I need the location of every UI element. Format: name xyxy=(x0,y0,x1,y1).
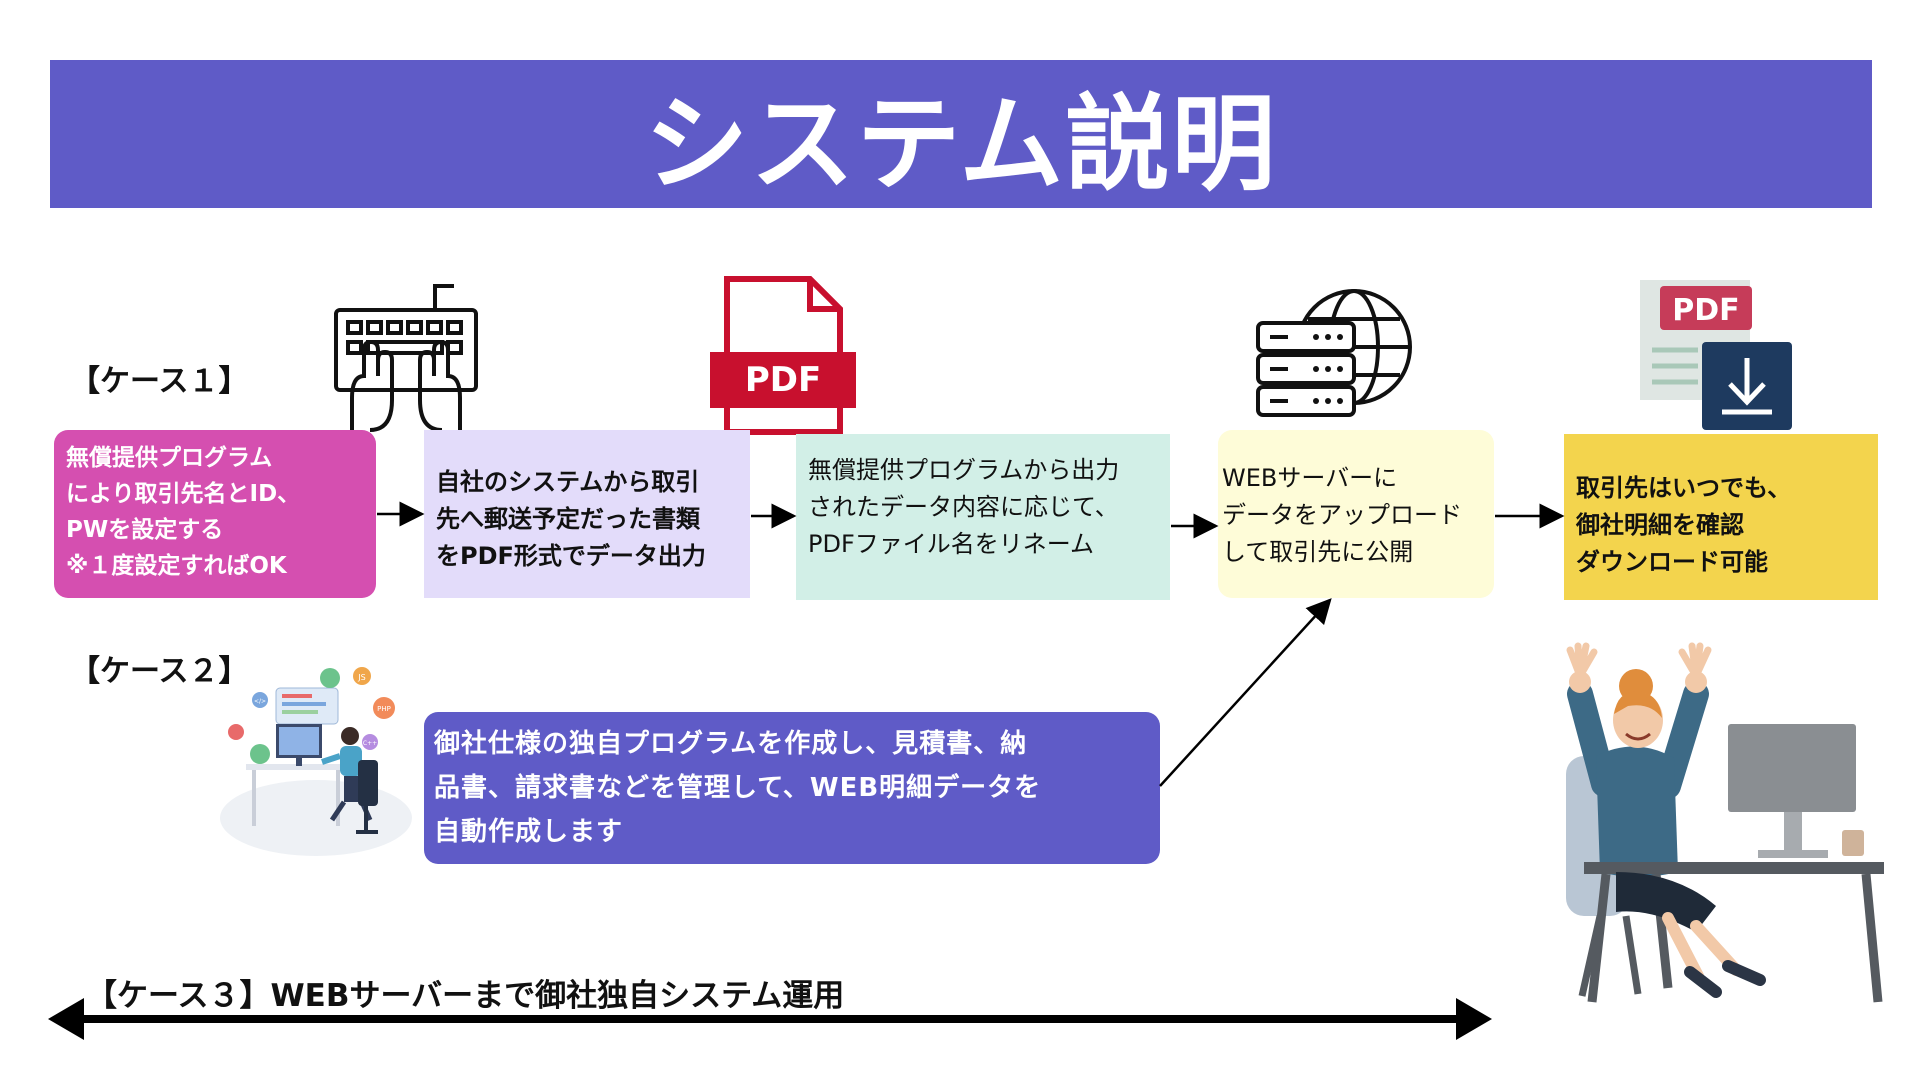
step1-line2: により取引先名とID、 xyxy=(66,481,301,507)
case2-box: 御社仕様の独自プログラムを作成し、見積書、納 品書、請求書などを管理して、WEB… xyxy=(424,712,1160,864)
server-globe-icon xyxy=(1256,289,1412,417)
keyboard-icon xyxy=(334,284,478,432)
step2-line3: をPDF形式でデータ出力 xyxy=(436,542,706,570)
code-badge-cpp: C++ xyxy=(363,740,377,747)
step2-box: 自社のシステムから取引 先へ郵送予定だった書類 をPDF形式でデータ出力 xyxy=(424,430,750,598)
step3-line2: されたデータ内容に応じて、 xyxy=(808,493,1119,521)
pdf-document-icon: PDF xyxy=(710,276,856,435)
code-badge-php: PHP xyxy=(377,705,391,713)
step1-line3: PWを設定する xyxy=(66,517,224,543)
case2-line2: 品書、請求書などを管理して、WEB明細データを xyxy=(434,773,1042,803)
case3-double-arrow xyxy=(48,998,1492,1040)
pdf-download-icon: PDF xyxy=(1640,280,1792,430)
arrow-case2-step4 xyxy=(1159,598,1332,787)
step1-line4: ※１度設定すればOK xyxy=(66,553,287,579)
case2-label: 【ケース２】 xyxy=(70,654,249,689)
developer-workstation-illustration: JS PHP </> C++ xyxy=(220,667,412,856)
step4-box: WEBサーバーに データをアップロード して取引先に公開 xyxy=(1218,430,1494,598)
case1-label: 【ケース１】 xyxy=(70,364,249,399)
step5-line1: 取引先はいつでも、 xyxy=(1576,474,1792,502)
step5-box: 取引先はいつでも、 御社明細を確認 ダウンロード可能 xyxy=(1564,434,1878,600)
step1-box: 無償提供プログラム により取引先名とID、 PWを設定する ※１度設定すればOK xyxy=(54,430,376,598)
step2-line2: 先へ郵送予定だった書類 xyxy=(436,505,700,533)
case3-label: 【ケース３】WEBサーバーまで御社独自システム運用 xyxy=(86,978,845,1014)
step3-line3: PDFファイル名をリネーム xyxy=(808,530,1095,558)
step5-line2: 御社明細を確認 xyxy=(1576,511,1744,539)
page-title: システム説明 xyxy=(644,82,1278,205)
step3-line1: 無償提供プログラムから出力 xyxy=(808,456,1120,484)
happy-woman-illustration xyxy=(1566,642,1884,1003)
title-banner xyxy=(50,60,1872,208)
step5-line3: ダウンロード可能 xyxy=(1576,548,1768,576)
step4-line2: データをアップロード xyxy=(1222,501,1462,529)
step2-line1: 自社のシステムから取引 xyxy=(436,468,700,496)
code-badge-tag: </> xyxy=(254,698,266,705)
case2-line1: 御社仕様の独自プログラムを作成し、見積書、納 xyxy=(434,729,1028,759)
case2-line3: 自動作成します xyxy=(434,817,624,847)
step3-box: 無償提供プログラムから出力 されたデータ内容に応じて、 PDFファイル名をリネー… xyxy=(796,434,1170,600)
code-badge-js: JS xyxy=(357,673,365,682)
step4-line3: して取引先に公開 xyxy=(1222,538,1414,566)
pdf-badge: PDF xyxy=(1672,293,1739,328)
step1-line1: 無償提供プログラム xyxy=(66,445,273,471)
step4-line1: WEBサーバーに xyxy=(1222,464,1398,492)
pdf-label: PDF xyxy=(745,360,821,400)
